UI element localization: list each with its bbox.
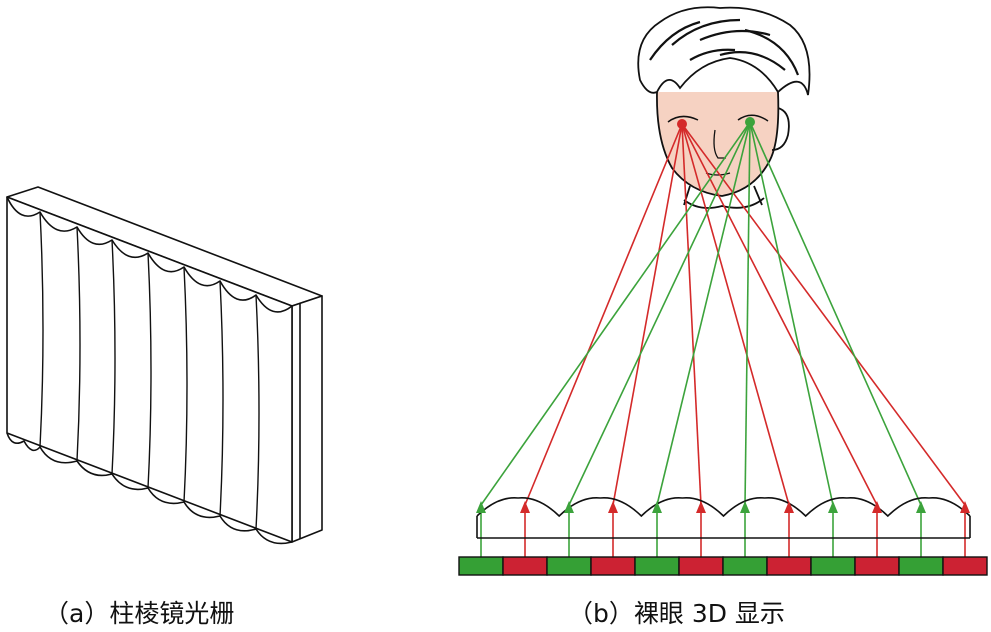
lenticular-lens-row bbox=[476, 497, 971, 539]
red-ray-arrow bbox=[960, 501, 970, 513]
pixel-green bbox=[810, 556, 856, 576]
face-outline bbox=[656, 91, 780, 197]
lenticular-lens-sheet bbox=[6, 186, 323, 545]
right-eye-pupil bbox=[745, 117, 755, 127]
red-ray-arrow bbox=[608, 501, 618, 513]
caption-a: （a）柱棱镜光栅 bbox=[44, 599, 235, 628]
lens-ridges bbox=[39, 211, 260, 530]
pixel-red bbox=[590, 556, 636, 576]
ray-arrowheads bbox=[476, 501, 970, 513]
red-ray-arrow bbox=[520, 501, 530, 513]
green-ray-arrow bbox=[476, 501, 486, 513]
green-ray-arrow bbox=[828, 501, 838, 513]
green-ray bbox=[749, 121, 834, 506]
red-ray-arrow bbox=[696, 501, 706, 513]
red-ray bbox=[681, 123, 790, 506]
red-ray bbox=[612, 123, 683, 506]
red-ray bbox=[524, 123, 683, 506]
pixel-green bbox=[722, 556, 768, 576]
green-ray-arrow bbox=[916, 501, 926, 513]
green-ray bbox=[480, 121, 751, 506]
red-ray-arrow bbox=[784, 501, 794, 513]
pixel-red bbox=[678, 556, 724, 576]
collar bbox=[683, 197, 765, 209]
red-ray bbox=[681, 123, 878, 506]
left-eye-outline bbox=[667, 115, 699, 123]
red-ray bbox=[681, 123, 702, 506]
green-ray bbox=[749, 121, 922, 506]
pixel-red bbox=[854, 556, 900, 576]
lens-side-face bbox=[291, 295, 323, 543]
green-ray-arrow bbox=[564, 501, 574, 513]
pixel-green bbox=[898, 556, 944, 576]
green-ray bbox=[744, 121, 751, 506]
neck bbox=[683, 185, 763, 206]
left-eye-pupil bbox=[677, 119, 687, 129]
caption-b: （b）裸眼 3D 显示 bbox=[568, 599, 785, 628]
pixel-green bbox=[458, 556, 504, 576]
pixel-red bbox=[502, 556, 548, 576]
pixel-strip bbox=[458, 556, 988, 576]
right-eye-outline bbox=[737, 114, 769, 122]
pixel-red bbox=[942, 556, 988, 576]
pixel-green bbox=[634, 556, 680, 576]
red-ray bbox=[681, 123, 966, 506]
pixel-green bbox=[546, 556, 592, 576]
pixel-red bbox=[766, 556, 812, 576]
green-ray-arrow bbox=[740, 501, 750, 513]
red-ray-arrow bbox=[872, 501, 882, 513]
lens-bottom-edge bbox=[6, 432, 293, 545]
green-ray-arrow bbox=[652, 501, 662, 513]
nose bbox=[713, 129, 726, 159]
ear-right bbox=[771, 107, 790, 151]
green-ray bbox=[568, 121, 751, 506]
hair-strands bbox=[649, 18, 800, 76]
green-ray bbox=[656, 121, 751, 506]
lens-scallop-row bbox=[476, 497, 971, 518]
